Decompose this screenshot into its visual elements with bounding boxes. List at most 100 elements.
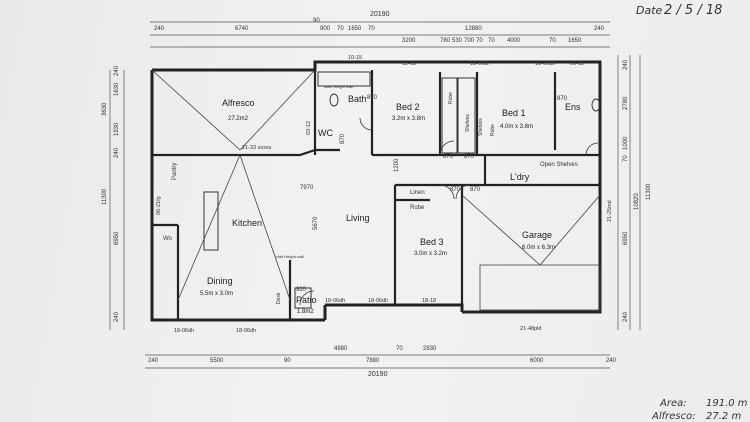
dim-top: 70 (368, 26, 375, 32)
bathtub (317, 71, 371, 87)
dim-top: 70 (488, 38, 495, 44)
window-code: 12-18 (402, 61, 416, 67)
room-patio: Patio (296, 295, 317, 305)
dim-top: 1650 (568, 38, 582, 44)
dim-top: 780 (440, 38, 451, 44)
interior-walls (152, 70, 600, 320)
dim-right: 70 (623, 155, 629, 162)
kitchen-island (203, 191, 219, 251)
room-dining: Dining (207, 276, 233, 286)
dim-interior: 920 (296, 287, 307, 293)
open-shelves-label: Open Shelves (540, 162, 578, 168)
dim-right: 6950 (623, 231, 629, 245)
dim-top: 530 (452, 38, 463, 44)
dim-left: 11300 (102, 188, 108, 205)
shelves-bed1-label: Shelves (478, 118, 484, 136)
room-ens: Ens (565, 102, 581, 112)
robe-label: Robe (410, 205, 425, 211)
dim-top: 70 (337, 26, 344, 32)
room-garage: Garage (522, 230, 552, 240)
room-kitchen: Kitchen (232, 218, 262, 228)
dim-interior: 870 (464, 154, 475, 160)
room-dining-size: 5.5m x 3.0m (200, 291, 233, 297)
dim-left: 240 (114, 65, 120, 76)
dim-top: 240 (154, 26, 165, 32)
dim-interior: 5670 (313, 216, 319, 230)
window-code: 18-06dh (368, 298, 388, 304)
room-laundry: L'dry (510, 172, 530, 182)
dim-interior: 870 (557, 96, 568, 102)
door-swings (299, 117, 599, 306)
dim-bottom: 70 (396, 346, 403, 352)
dim-left: 3630 (102, 102, 108, 116)
dim-interior: 1200 (394, 158, 400, 172)
window-code: 18-06dh (236, 328, 256, 334)
dim-interior: 870 (367, 95, 378, 101)
toilet-icon (329, 93, 339, 107)
room-living: Living (346, 213, 370, 223)
dim-top: 90 (313, 18, 320, 24)
dim-right: 11300 (646, 183, 652, 200)
window-code: 18-06dh (535, 61, 555, 67)
dim-top: 12880 (465, 26, 482, 32)
robe-bed2 (441, 77, 458, 154)
dim-right: 240 (623, 59, 629, 70)
toilet-height-label: Toilet Height wall (323, 84, 353, 89)
room-bed1-size: 4.0m x 3.8m (500, 124, 533, 130)
toilet-icon (591, 98, 601, 112)
desk (294, 287, 312, 309)
room-wc: WC (318, 128, 333, 138)
window-code: 18-06dh (174, 328, 194, 334)
dim-bottom: 7880 (366, 358, 380, 364)
dim-top-total: 20190 (370, 11, 390, 18)
fixtures (203, 71, 601, 309)
window-code: 06-12 (570, 61, 584, 67)
dim-interior: 870 (443, 154, 454, 160)
window-code: 03-12 (306, 121, 312, 135)
dim-right: 2780 (623, 96, 629, 110)
dim-top: 70 (476, 38, 483, 44)
shelves-bed2 (457, 77, 476, 154)
room-bath: Bath (348, 94, 367, 104)
room-bed3: Bed 3 (420, 237, 444, 247)
room-patio-area: 1.8m2 (297, 309, 314, 315)
dimension-lines (109, 21, 641, 369)
dim-top: 240 (594, 26, 605, 32)
dim-top: 70 (549, 38, 556, 44)
dim-top: 900 (320, 26, 331, 32)
dim-right: 1000 (623, 136, 629, 150)
desk-label: Desk (276, 292, 282, 304)
robe-bed2-label: Robe (448, 92, 454, 104)
alfresco-area-value: 27.2 m (706, 411, 741, 422)
window-code: 06-21fg (156, 196, 162, 215)
dim-top: 3200 (402, 38, 416, 44)
dim-bottom: 6000 (530, 358, 544, 364)
dim-top: 6740 (235, 26, 249, 32)
room-bed3-size: 3.0m x 3.2m (414, 251, 447, 257)
dim-bottom: 240 (148, 358, 159, 364)
linen-label: Linen (410, 190, 425, 196)
date-value: 2 / 5 / 18 (664, 3, 722, 18)
dim-interior: 870 (470, 187, 481, 193)
dim-interior: 870 (340, 133, 346, 144)
window-code: 21-48pld (520, 326, 541, 332)
wo-label: Wo (163, 236, 173, 242)
dim-right: 10820 (634, 193, 640, 210)
shelves-bed2-label: Shelves (465, 114, 471, 132)
room-bed1: Bed 1 (502, 108, 526, 118)
window-code: 21-33 sxxxs (242, 145, 272, 151)
dim-left: 240 (114, 311, 120, 322)
dim-bottom: 5500 (210, 358, 224, 364)
dim-left: 1630 (114, 82, 120, 96)
window-code: 18-06dh (325, 298, 345, 304)
pantry-label: Pantry (172, 163, 178, 180)
window-code: 21-25md (607, 200, 613, 222)
room-alfresco-area: 27.2m2 (228, 116, 249, 122)
date-label: Date (636, 4, 663, 17)
robe-bed1-label: Robe (490, 124, 496, 136)
dim-left: 6950 (114, 231, 120, 245)
dim-interior: 7970 (300, 185, 314, 191)
room-alfresco: Alfresco (222, 98, 255, 108)
roof-lines (151, 69, 601, 311)
